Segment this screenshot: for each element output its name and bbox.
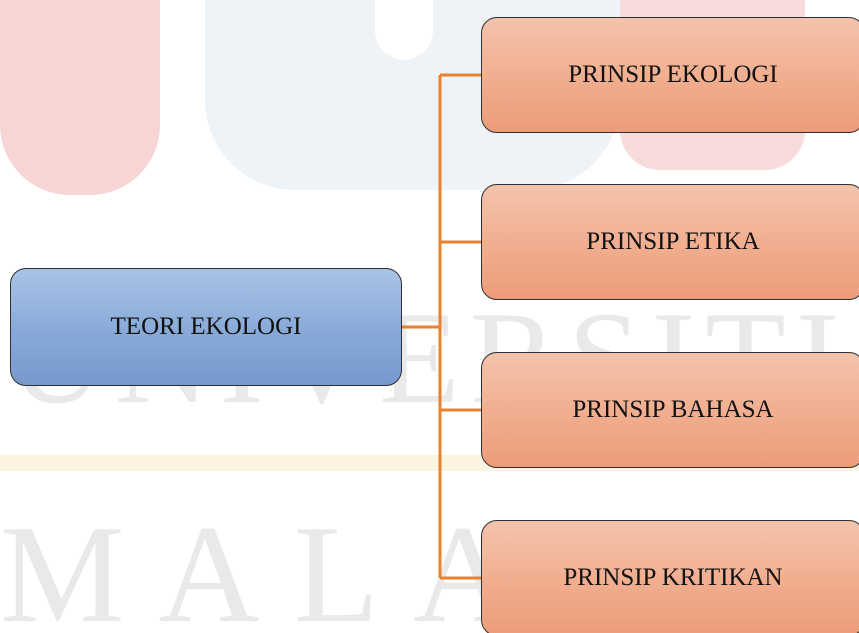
node-teori-ekologi: TEORI EKOLOGI [10, 268, 402, 386]
watermark-red-left-bar [0, 0, 160, 195]
node-prinsip-etika: PRINSIP ETIKA [481, 184, 859, 300]
node-teori-ekologi-label: TEORI EKOLOGI [110, 313, 302, 340]
node-prinsip-bahasa-label: PRINSIP BAHASA [572, 396, 774, 423]
node-prinsip-kritikan-label: PRINSIP KRITIKAN [563, 564, 783, 591]
node-prinsip-kritikan: PRINSIP KRITIKAN [481, 520, 859, 633]
watermark-white-notch [375, 0, 433, 60]
node-prinsip-ekologi: PRINSIP EKOLOGI [481, 17, 859, 133]
node-prinsip-bahasa: PRINSIP BAHASA [481, 352, 859, 468]
node-prinsip-ekologi-label: PRINSIP EKOLOGI [568, 61, 778, 88]
node-prinsip-etika-label: PRINSIP ETIKA [586, 228, 760, 255]
